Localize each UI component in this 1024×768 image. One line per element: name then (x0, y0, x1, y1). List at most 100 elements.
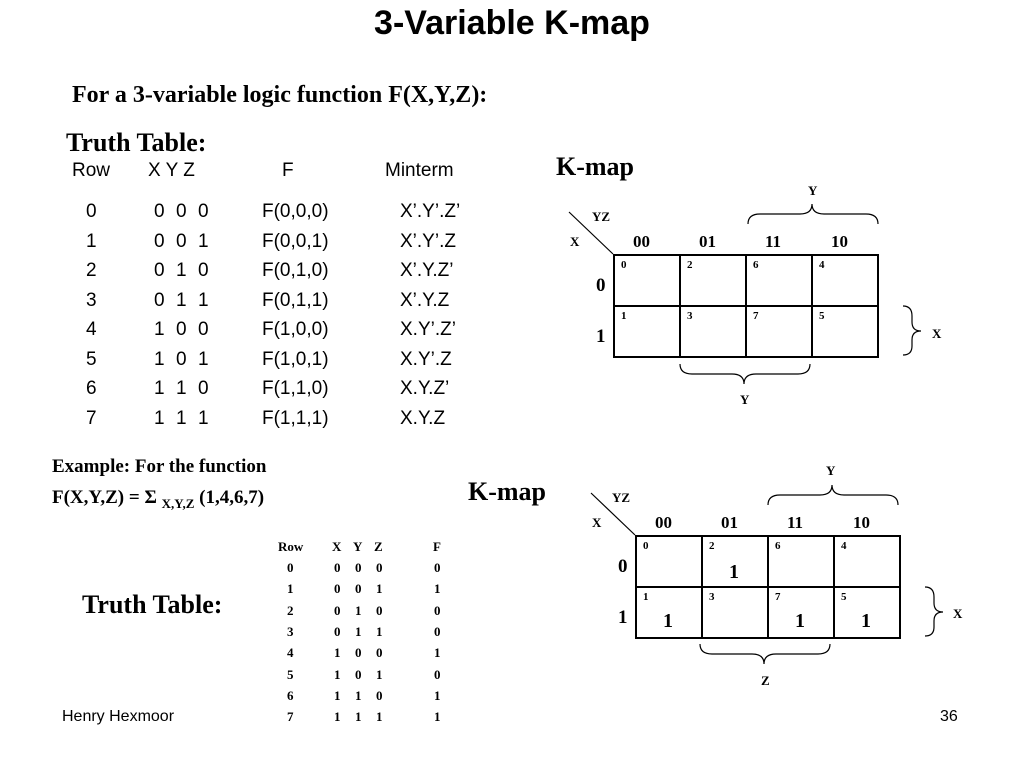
tt2-header-f: F (433, 539, 441, 554)
kmap-2-top-brace-label: Y (826, 463, 836, 478)
kmap-2-col-header: 01 (721, 513, 738, 532)
cell-index: 2 (687, 259, 693, 271)
tt2-cell-x: 1 (334, 645, 341, 661)
cell-index: 2 (709, 540, 715, 552)
tt1-cell-minterm: X.Y.Z (400, 407, 446, 429)
slide-title: 3-Variable K-map (374, 4, 650, 42)
cell-index: 3 (709, 591, 715, 603)
cell-value: 1 (795, 610, 805, 632)
kmap-1-x-label: X (570, 234, 580, 249)
tt2-cell-row: 6 (287, 687, 294, 703)
tt1-cell-minterm: X’.Y.Z’ (400, 260, 454, 281)
footer-page-number: 36 (940, 708, 958, 725)
cell-index: 7 (753, 310, 759, 322)
tt1-cell-f: F(0,1,1) (262, 289, 329, 311)
kmap-1-right-brace-icon (902, 305, 922, 356)
tt1-cell-f: F(1,1,1) (262, 407, 329, 429)
tt1-cell-y: 1 (176, 260, 187, 281)
tt2-cell-z: 1 (376, 666, 383, 682)
kmap-2-bottom-brace-label: Z (761, 673, 770, 688)
kmap-2-cell: 3 (702, 587, 768, 638)
example-truth-table-label: Truth Table: (82, 590, 223, 619)
kmap-1-cell: 7 (746, 306, 812, 357)
tt2-header-x: X (332, 539, 342, 554)
example-fn-prefix: F(X,Y,Z) = (52, 487, 145, 508)
tt1-cell-z: 1 (198, 289, 209, 311)
tt1-header-xyz: X Y Z (148, 160, 195, 181)
tt1-cell-z: 0 (198, 378, 209, 399)
tt2-cell-z: 0 (376, 687, 383, 703)
tt1-cell-row: 7 (86, 407, 97, 429)
tt2-cell-row: 3 (287, 623, 294, 639)
tt2-cell-row: 2 (287, 602, 294, 618)
tt2-cell-z: 1 (376, 623, 383, 639)
tt1-cell-x: 1 (154, 407, 165, 429)
example-subscript: X,Y,Z (161, 496, 195, 511)
cell-index: 1 (621, 310, 627, 322)
tt1-cell-row: 1 (86, 230, 97, 252)
tt1-cell-row: 6 (86, 378, 97, 399)
tt2-cell-y: 1 (355, 709, 362, 725)
kmap-2-label: K-map (468, 477, 546, 506)
kmap-1-cell: 5 (812, 306, 878, 357)
tt2-cell-y: 1 (355, 602, 362, 618)
truth-table-label: Truth Table: (66, 128, 207, 157)
kmap-1-right-brace-label: X (932, 326, 942, 341)
tt1-cell-minterm: X.Y’.Z (400, 348, 452, 370)
tt1-cell-x: 0 (154, 289, 165, 311)
tt1-cell-f: F(0,1,0) (262, 260, 329, 281)
tt1-cell-z: 0 (198, 319, 209, 340)
kmap-2-top-brace-icon (767, 484, 899, 506)
kmap-1-diagonal (568, 211, 614, 255)
cell-index: 5 (819, 310, 825, 322)
tt2-cell-z: 1 (376, 709, 383, 725)
tt2-cell-row: 7 (287, 709, 294, 725)
tt1-cell-z: 1 (198, 407, 209, 429)
tt1-header-row: Row (72, 160, 111, 181)
tt1-cell-z: 1 (198, 230, 209, 252)
kmap-1-col-header: 01 (699, 232, 716, 251)
kmap-1-cell: 3 (680, 306, 746, 357)
tt1-header-f: F (282, 160, 294, 181)
kmap-1-col-header: 10 (831, 232, 848, 251)
kmap-2-yz-label: YZ (612, 490, 631, 505)
tt1-cell-f: F(0,0,1) (262, 230, 329, 252)
tt2-cell-row: 0 (287, 560, 294, 575)
tt1-cell-minterm: X’.Y’.Z (400, 230, 456, 252)
tt1-cell-f: F(1,0,1) (262, 348, 329, 370)
tt2-cell-x: 0 (334, 560, 341, 575)
tt1-header-minterm: Minterm (385, 160, 454, 181)
tt2-cell-x: 1 (334, 687, 341, 703)
cell-value: 1 (729, 561, 739, 583)
tt2-cell-z: 1 (376, 581, 383, 597)
tt1-cell-x: 1 (154, 348, 165, 370)
tt2-cell-x: 1 (334, 666, 341, 682)
tt2-header-row: Row (278, 539, 304, 554)
tt2-header-z: Z (374, 539, 383, 554)
tt2-cell-y: 0 (355, 560, 362, 575)
kmap-2-col-header: 10 (853, 513, 870, 532)
cell-index: 5 (841, 591, 847, 603)
tt1-cell-z: 0 (198, 201, 209, 222)
tt1-cell-f: F(0,0,0) (262, 201, 329, 222)
tt2-header-y: Y (353, 539, 363, 554)
kmap-1-yz-label: YZ (592, 209, 611, 224)
kmap-2-cell: 4 (834, 536, 900, 587)
kmap-1-top-brace-icon (747, 203, 879, 225)
tt2-cell-y: 0 (355, 645, 362, 661)
kmap-2-col-header: 00 (655, 513, 672, 532)
tt2-cell-y: 0 (355, 666, 362, 682)
kmap-2-bottom-brace-icon (699, 643, 831, 665)
tt2-cell-x: 1 (334, 709, 341, 725)
tt1-cell-row: 4 (86, 319, 97, 340)
tt2-cell-z: 0 (376, 602, 383, 618)
tt2-cell-f: 1 (434, 645, 441, 661)
cell-index: 7 (775, 591, 781, 603)
kmap-2-cell: 0 (636, 536, 702, 587)
